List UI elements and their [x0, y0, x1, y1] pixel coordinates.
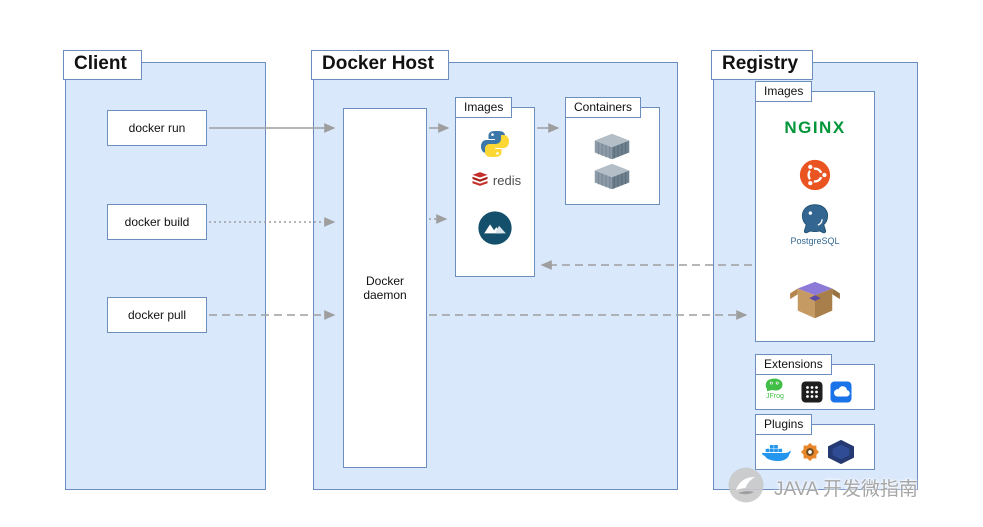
vmware-icon [827, 439, 855, 465]
apps-grid-icon [801, 381, 823, 403]
redis-icon: redis [461, 170, 531, 190]
package-box-icon [788, 278, 842, 324]
jfrog-label: JFrog [766, 393, 784, 400]
docker-daemon-node: Docker daemon [343, 108, 427, 468]
docker-build-command: docker build [107, 204, 207, 240]
docker-whale-icon [761, 442, 791, 464]
docker-host-title: Docker Host [311, 50, 449, 80]
nginx-logo: NGINX [784, 118, 846, 137]
gear-icon [799, 441, 821, 463]
containers-tab: Containers [565, 97, 642, 119]
container-icon [594, 163, 630, 190]
postgresql-logo: PostgreSQL [790, 203, 840, 246]
ubuntu-logo [799, 159, 831, 191]
registry-images-tab: Images [755, 81, 813, 103]
host-images-tab: Images [455, 97, 513, 119]
watermark: JAVA 开发微指南 [726, 465, 918, 510]
python-icon [479, 128, 511, 160]
cloud-app-icon [830, 381, 852, 403]
watermark-logo [726, 465, 766, 510]
container-icon [594, 133, 630, 160]
docker-run-command: docker run [107, 110, 207, 146]
jfrog-icon: JFrog [762, 377, 788, 400]
watermark-text: JAVA 开发微指南 [774, 479, 918, 500]
docker-pull-command: docker pull [107, 297, 207, 333]
registry-title: Registry [711, 50, 814, 80]
alpine-icon [477, 210, 513, 246]
client-title: Client [63, 50, 142, 80]
extensions-tab: Extensions [755, 354, 832, 376]
plugins-tab: Plugins [755, 414, 813, 436]
postgresql-label: PostgreSQL [790, 236, 840, 246]
redis-label: redis [492, 172, 522, 188]
